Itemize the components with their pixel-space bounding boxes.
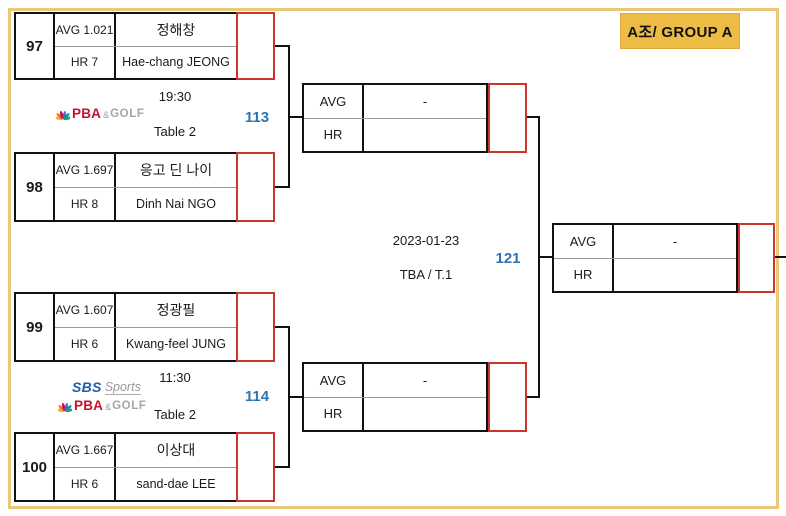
player-hr: HR 6 bbox=[55, 327, 116, 360]
hr-label: HR bbox=[304, 118, 364, 151]
sbs-sports-logo: SBS Sports bbox=[72, 379, 141, 395]
avg-value: - bbox=[672, 233, 678, 249]
nbc-peacock-icon bbox=[58, 402, 72, 412]
bracket-line bbox=[775, 256, 786, 258]
ampersand: & bbox=[105, 401, 112, 412]
score-box-100 bbox=[236, 432, 275, 502]
match-114-winner-box: AVG - HR bbox=[302, 362, 488, 432]
seed-number: 97 bbox=[16, 14, 55, 78]
player-name-en: Hae-chang JEONG bbox=[122, 55, 230, 70]
player-name-kr: 정해창 bbox=[156, 21, 196, 38]
pba-golf-logo: PBA & GOLF bbox=[56, 106, 144, 121]
player-avg: AVG 1.697 bbox=[55, 154, 116, 187]
group-badge: A조/ GROUP A bbox=[620, 13, 740, 49]
hr-value bbox=[364, 119, 486, 152]
player-name-en: sand-dae LEE bbox=[136, 476, 216, 491]
seed-number: 99 bbox=[16, 294, 55, 360]
player-name-kr: 응고 딘 나이 bbox=[139, 162, 213, 179]
pba-wordmark: PBA bbox=[74, 398, 104, 413]
score-box-match-113 bbox=[488, 83, 527, 153]
pba-golf-logo: PBA & GOLF bbox=[58, 398, 146, 413]
bracket-line bbox=[275, 466, 290, 468]
player-name-kr: 이상대 bbox=[156, 442, 196, 459]
score-box-97 bbox=[236, 12, 275, 80]
bracket-line bbox=[538, 256, 552, 258]
nbc-peacock-icon bbox=[56, 110, 70, 120]
avg-label: AVG bbox=[554, 225, 614, 258]
avg-value: - bbox=[422, 93, 428, 109]
sports-wordmark: Sports bbox=[104, 379, 141, 395]
match-114-table: Table 2 bbox=[154, 407, 196, 422]
hr-label: HR bbox=[554, 258, 614, 291]
match-121-winner-box: AVG - HR bbox=[552, 223, 738, 293]
match-113-winner-box: AVG - HR bbox=[302, 83, 488, 153]
sbs-wordmark: SBS bbox=[72, 379, 102, 395]
match-121-number: 121 bbox=[495, 250, 521, 267]
final-venue: TBA / T.1 bbox=[399, 267, 453, 282]
bracket-line bbox=[288, 116, 302, 118]
golf-wordmark: GOLF bbox=[112, 399, 147, 412]
player-hr: HR 8 bbox=[55, 187, 116, 220]
player-hr: HR 7 bbox=[55, 46, 116, 78]
match-114-number: 114 bbox=[244, 388, 270, 405]
player-avg: AVG 1.667 bbox=[55, 434, 116, 467]
score-box-99 bbox=[236, 292, 275, 362]
ampersand: & bbox=[103, 109, 110, 120]
avg-label: AVG bbox=[304, 364, 364, 397]
match-113-number: 113 bbox=[244, 109, 270, 126]
bracket-line bbox=[527, 396, 540, 398]
match-113-table: Table 2 bbox=[154, 124, 196, 139]
seed-number: 98 bbox=[16, 154, 55, 220]
player-name-en: Dinh Nai NGO bbox=[136, 196, 216, 211]
player-box-98: 98 AVG 1.697 응고 딘 나이 HR 8 Dinh Nai NGO bbox=[14, 152, 238, 222]
match-113-time: 19:30 bbox=[158, 89, 192, 104]
bracket-line bbox=[288, 396, 302, 398]
bracket-line bbox=[275, 186, 290, 188]
seed-number: 100 bbox=[16, 434, 55, 500]
player-name-en: Kwang-feel JUNG bbox=[125, 336, 227, 351]
player-avg: AVG 1.021 bbox=[55, 14, 116, 46]
player-box-97: 97 AVG 1.021 정해창 HR 7 Hae-chang JEONG bbox=[14, 12, 238, 80]
score-box-match-114 bbox=[488, 362, 527, 432]
player-name-kr: 정광필 bbox=[156, 302, 196, 319]
score-box-98 bbox=[236, 152, 275, 222]
hr-value bbox=[614, 259, 736, 292]
player-box-99: 99 AVG 1.607 정광필 HR 6 Kwang-feel JUNG bbox=[14, 292, 238, 362]
bracket-line bbox=[275, 45, 290, 47]
bracket-line bbox=[275, 326, 290, 328]
hr-label: HR bbox=[304, 397, 364, 430]
player-avg: AVG 1.607 bbox=[55, 294, 116, 327]
pba-wordmark: PBA bbox=[72, 106, 102, 121]
bracket-line bbox=[527, 116, 540, 118]
score-box-match-121 bbox=[738, 223, 775, 293]
match-114-time: 11:30 bbox=[159, 370, 191, 385]
player-box-100: 100 AVG 1.667 이상대 HR 6 sand-dae LEE bbox=[14, 432, 238, 502]
golf-wordmark: GOLF bbox=[110, 107, 145, 120]
final-date: 2023-01-23 bbox=[392, 233, 460, 248]
hr-value bbox=[364, 398, 486, 431]
player-hr: HR 6 bbox=[55, 467, 116, 500]
avg-label: AVG bbox=[304, 85, 364, 118]
avg-value: - bbox=[422, 372, 428, 388]
